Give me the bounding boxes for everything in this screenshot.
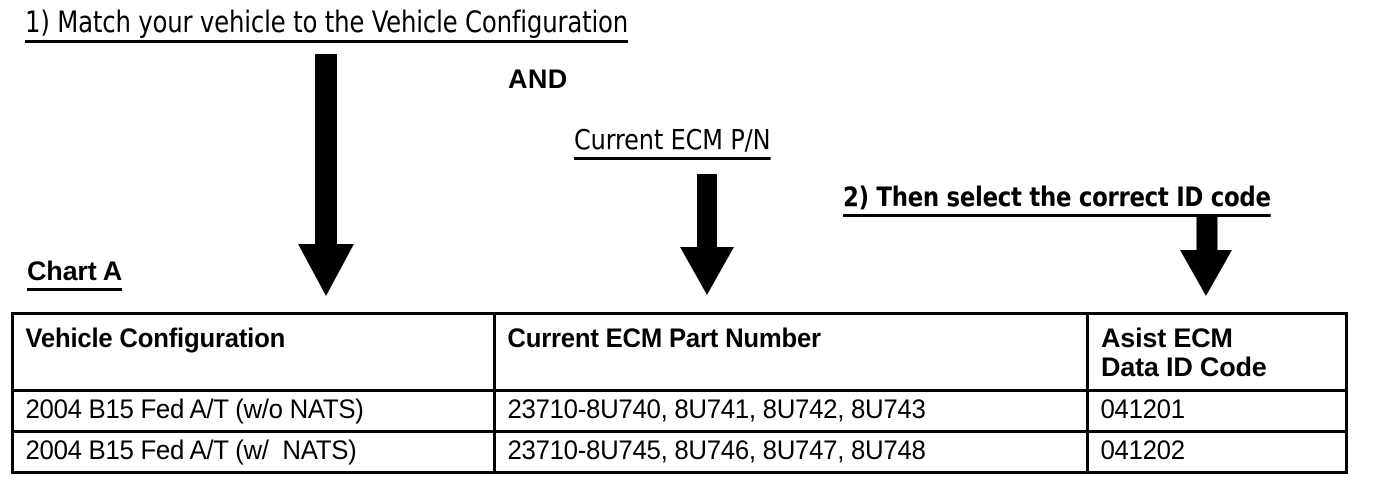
down-arrow-icon-asist-ecm-data-id-code	[1180, 214, 1233, 296]
table-body: 2004 B15 Fed A/T (w/o NATS) 23710-8U740,…	[11, 389, 1348, 474]
arrow-shaft	[1196, 214, 1217, 251]
and-conjunction-label: AND	[508, 64, 568, 94]
current-ecm-pn-criterion: Current ECM P/N	[574, 126, 771, 160]
table-row: 2004 B15 Fed A/T (w/o NATS) 23710-8U740,…	[11, 389, 1348, 433]
cell-value: 23710-8U745, 8U746, 8U747, 8U748	[507, 435, 926, 465]
column-header-vehicle-configuration: Vehicle Configuration	[11, 312, 496, 392]
cell-asist-ecm-data-id-code: 041202	[1086, 430, 1348, 474]
step-2-instruction: 2) Then select the correct ID code	[843, 184, 1271, 217]
chart-a-table: Vehicle Configuration Current ECM Part N…	[11, 312, 1348, 474]
column-header-asist-ecm-data-id-code: Asist ECM Data ID Code	[1086, 312, 1348, 392]
table-header-row: Vehicle Configuration Current ECM Part N…	[11, 312, 1348, 392]
cell-vehicle-configuration: 2004 B15 Fed A/T (w/o NATS)	[11, 389, 496, 433]
table-header: Vehicle Configuration Current ECM Part N…	[11, 312, 1348, 392]
down-arrow-icon-vehicle-configuration	[298, 54, 354, 296]
down-arrow-icon-current-ecm-part-number	[680, 174, 734, 295]
column-header-label: Current ECM Part Number	[507, 323, 821, 353]
table-row: 2004 B15 Fed A/T (w/ NATS) 23710-8U745, …	[11, 430, 1348, 474]
column-header-label: Asist ECM Data ID Code	[1101, 323, 1267, 383]
arrow-shaft	[697, 174, 717, 248]
chart-a-label: Chart A	[27, 258, 122, 291]
cell-value: 23710-8U740, 8U741, 8U742, 8U743	[507, 394, 926, 424]
arrow-head	[680, 247, 734, 295]
column-header-current-ecm-part-number: Current ECM Part Number	[493, 312, 1089, 392]
cell-current-ecm-part-number: 23710-8U745, 8U746, 8U747, 8U748	[493, 430, 1089, 474]
column-header-label: Vehicle Configuration	[25, 323, 286, 353]
cell-value: 041201	[1100, 394, 1185, 424]
arrow-head	[1180, 250, 1232, 296]
cell-value: 2004 B15 Fed A/T (w/ NATS)	[25, 435, 357, 465]
arrow-head	[298, 244, 354, 296]
step-1-instruction: 1) Match your vehicle to the Vehicle Con…	[25, 8, 628, 43]
arrow-shaft	[315, 54, 337, 246]
cell-asist-ecm-data-id-code: 041201	[1086, 389, 1348, 433]
cell-value: 041202	[1100, 435, 1185, 465]
cell-vehicle-configuration: 2004 B15 Fed A/T (w/ NATS)	[11, 430, 496, 474]
cell-current-ecm-part-number: 23710-8U740, 8U741, 8U742, 8U743	[493, 389, 1089, 433]
cell-value: 2004 B15 Fed A/T (w/o NATS)	[25, 394, 364, 424]
